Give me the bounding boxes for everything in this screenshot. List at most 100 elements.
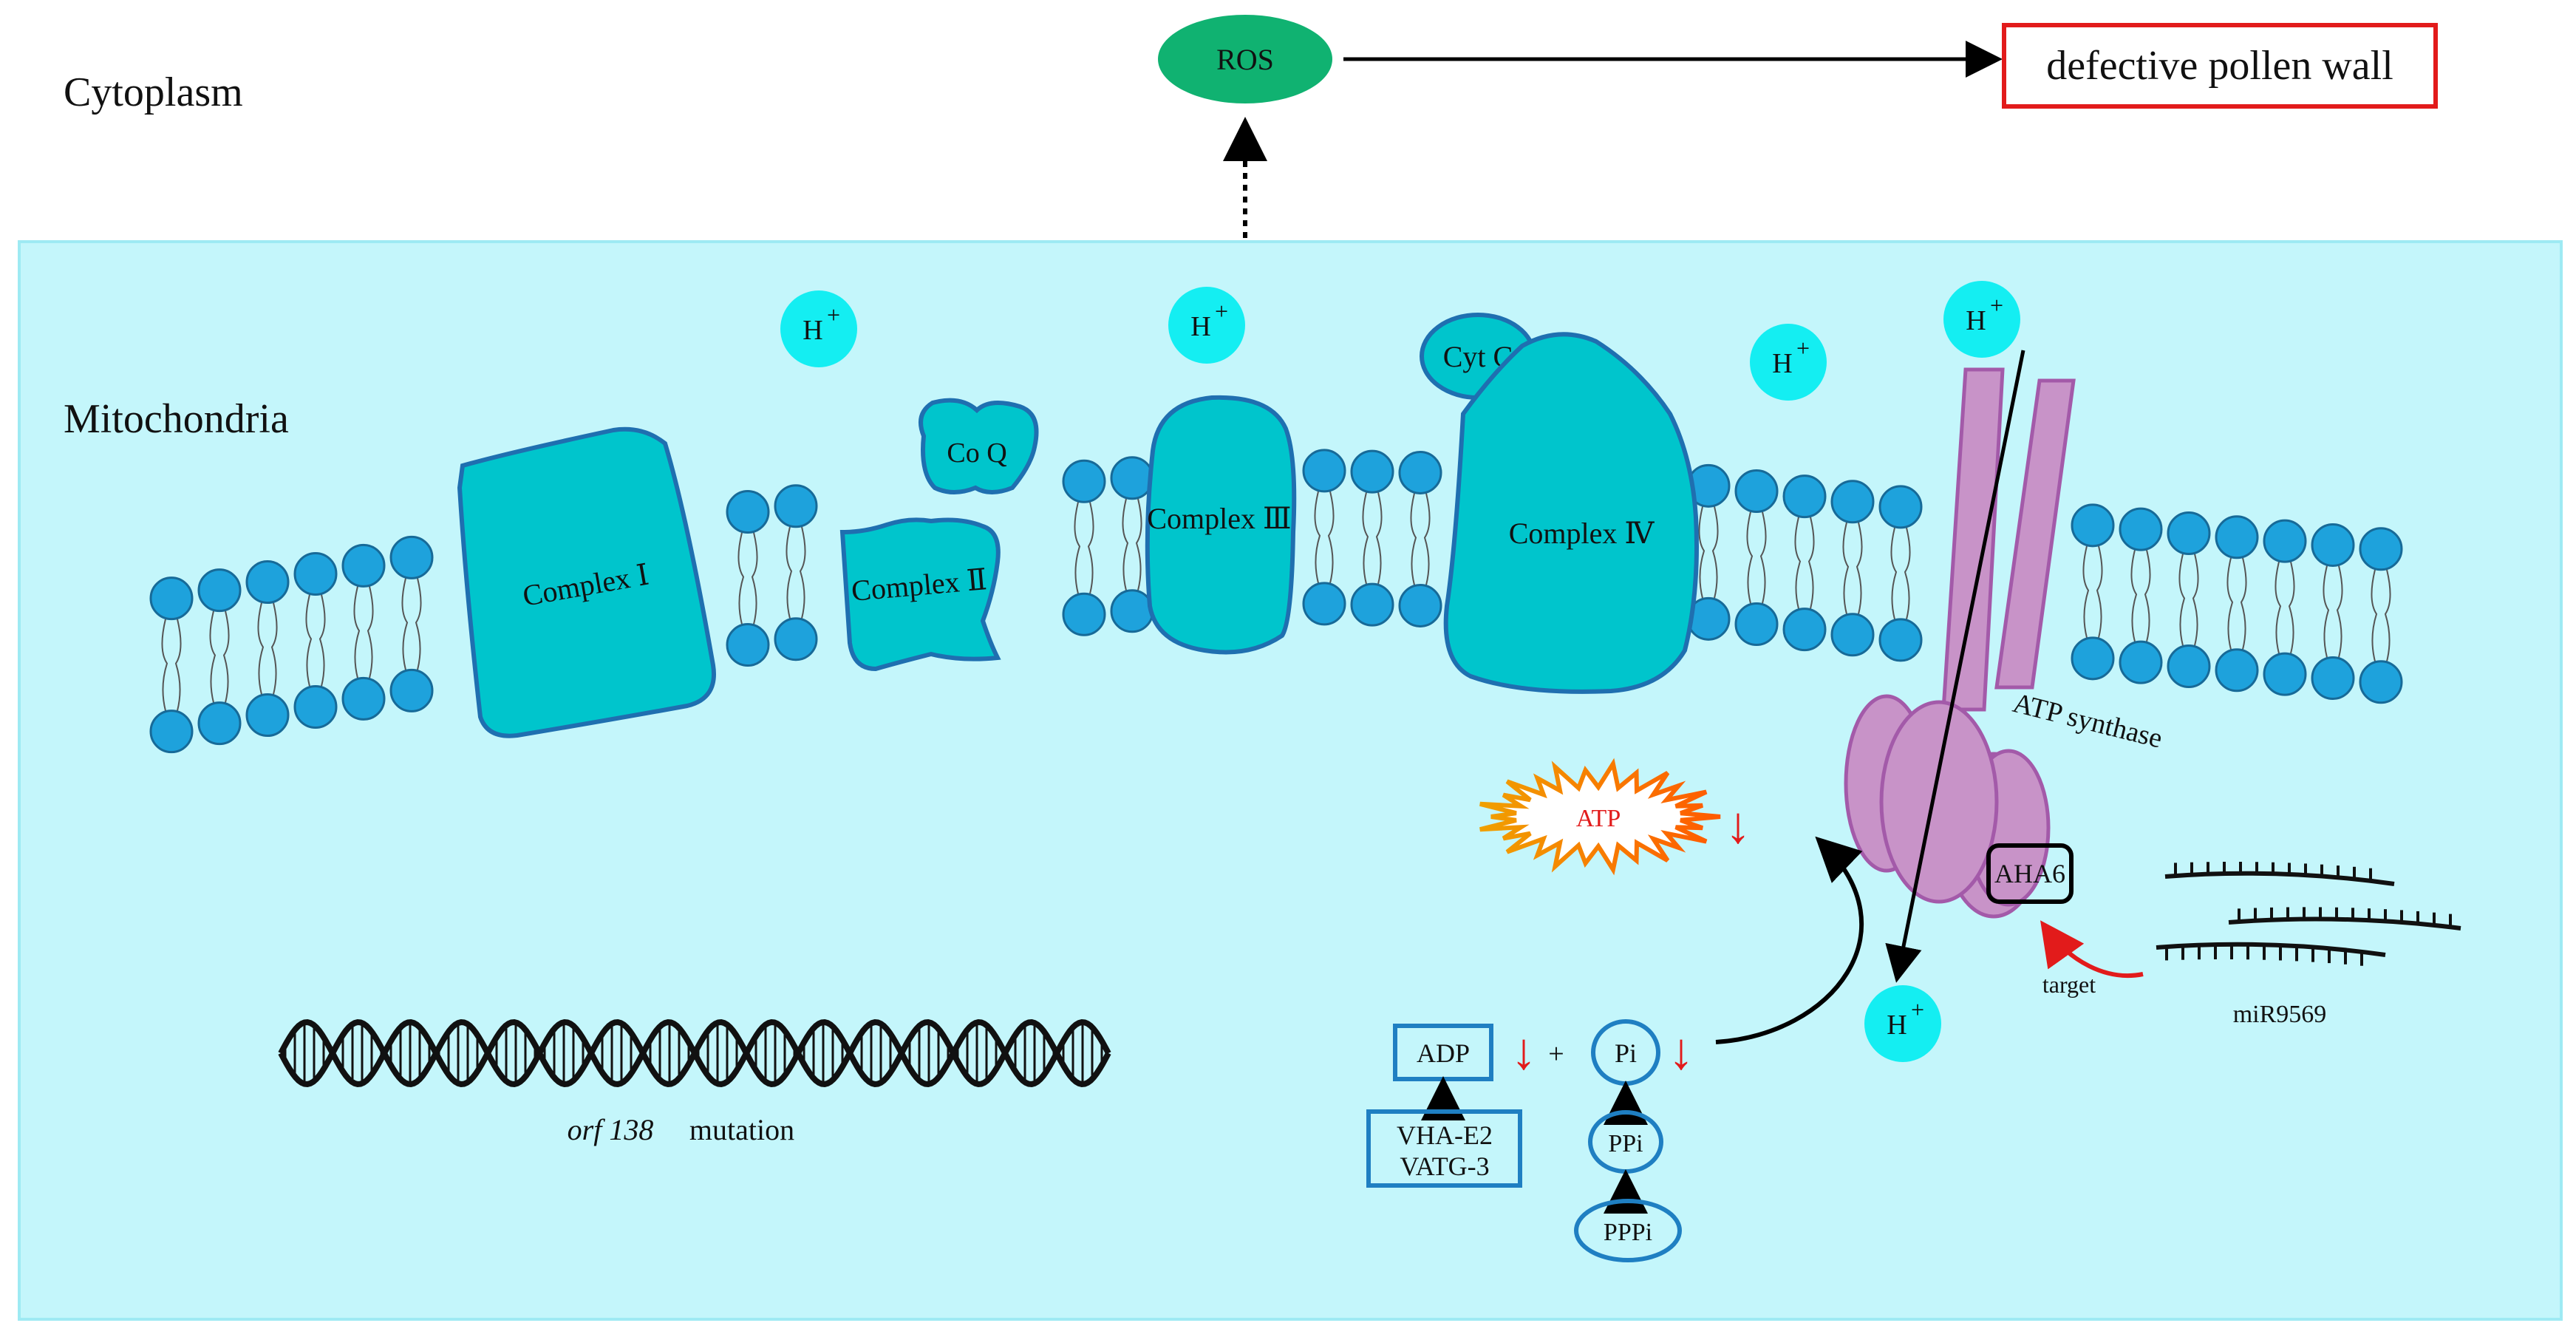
starburst-icon	[1479, 758, 1721, 876]
ros-label: ROS	[1216, 43, 1274, 76]
lipid-tail	[737, 532, 745, 625]
aha6-box	[1986, 843, 2074, 904]
proton-charge: +	[1796, 335, 1810, 361]
proton-symbol: H	[803, 315, 822, 346]
lipid-tail	[2192, 554, 2199, 646]
proton-charge: +	[1215, 298, 1228, 324]
lipid-tail	[2130, 549, 2138, 642]
lipid-head-outer	[1110, 456, 1154, 500]
lipid-tail	[1890, 527, 1898, 620]
lipid-tail	[2144, 549, 2151, 642]
pi-label: Pi	[1615, 1038, 1637, 1068]
mitochondria-region	[18, 240, 2563, 1321]
lipid-head-inner	[293, 684, 338, 729]
lipid-tail	[2240, 557, 2247, 650]
mirna-backbone	[2156, 942, 2386, 957]
lipid-tail	[1759, 511, 1767, 604]
lipid-head-inner	[197, 701, 242, 746]
lipid-head-outer	[2359, 527, 2403, 571]
coq-label: Co Q	[947, 438, 1006, 469]
synthase-head-center	[1879, 700, 1999, 904]
pppi-node	[1574, 1199, 1682, 1262]
lipid-head-inner	[389, 668, 434, 712]
lipid-tail	[2323, 565, 2330, 658]
lipid-head-outer	[389, 535, 434, 579]
lipid-head-inner	[1110, 589, 1154, 633]
lipid-tail	[2226, 557, 2234, 650]
lipid-head-inner	[2167, 644, 2211, 688]
lipid-tail	[1375, 491, 1383, 585]
proton-charge: +	[1911, 996, 1924, 1023]
lipid-head-outer	[1734, 469, 1779, 513]
orf-gene-label: orf 138	[568, 1113, 654, 1146]
lipid-tail	[2275, 561, 2282, 654]
lipid-head-outer	[1350, 449, 1394, 494]
lipid-tail	[2178, 554, 2186, 646]
mirna-label: miR9569	[2233, 1001, 2327, 1028]
lipid-head-inner	[1782, 608, 1827, 652]
lipid-tail	[367, 586, 374, 678]
proton-group: H+H+H+H+H+	[780, 281, 2020, 1062]
lipid-head-outer	[2167, 511, 2211, 555]
lipid-head-outer	[726, 490, 770, 534]
complex-4-label: Complex Ⅳ	[1509, 517, 1655, 550]
dna-strand-b	[278, 1018, 1111, 1088]
lipid-tail	[1698, 506, 1706, 599]
lipid-tail	[1122, 498, 1129, 591]
lipid-head-outer	[2311, 523, 2355, 567]
synthase-stator-left	[1941, 367, 2005, 712]
double-helix-icon	[278, 1018, 1111, 1088]
mirna-strand-icon	[2156, 861, 2461, 966]
proton-symbol: H	[1887, 1010, 1907, 1041]
complex-2	[839, 517, 1001, 672]
lipid-tail	[1074, 502, 1081, 594]
lipid-head-inner	[2119, 640, 2163, 684]
lipid-tail	[1856, 522, 1863, 615]
lipid-tail	[786, 526, 793, 619]
lipid-head-inner	[1830, 613, 1875, 657]
lipid-tail	[174, 619, 182, 711]
lipid-tail	[2336, 565, 2343, 658]
mitochondria-label: Mitochondria	[64, 396, 289, 442]
proton-symbol: H	[1772, 348, 1792, 379]
ppi-label: PPi	[1608, 1130, 1643, 1157]
lipid-head-outer	[149, 576, 194, 621]
lipid-tail	[1423, 493, 1431, 585]
complex-4	[1443, 332, 1699, 694]
lipid-tail	[2082, 545, 2090, 639]
proton-channel-line	[1885, 350, 2025, 983]
lipid-head-inner	[2263, 652, 2307, 696]
lipid-head-inner	[149, 710, 194, 754]
synthase-stator-right	[1994, 378, 2076, 690]
proton-symbol: H	[1190, 311, 1210, 342]
lipid-tail	[1807, 517, 1815, 609]
coq	[919, 398, 1039, 494]
lipid-head-inner	[1398, 583, 1442, 627]
adp-down-arrow: ↓	[1511, 1024, 1537, 1081]
lipid-head-outer	[1398, 450, 1442, 494]
atp-label: ATP	[1576, 805, 1621, 832]
lipid-head-outer	[1878, 485, 1923, 529]
lipid-tail	[751, 532, 758, 625]
lipid-head-inner	[1878, 618, 1923, 662]
lipid-tail	[209, 610, 217, 703]
lipid-tail	[2288, 561, 2295, 654]
proton-charge: +	[1990, 292, 2003, 319]
lipid-tail	[1842, 522, 1850, 615]
lipid-tail	[799, 526, 806, 619]
lipid-tail	[305, 594, 313, 687]
lipid-head-inner	[1302, 582, 1346, 626]
lipid-head-outer	[341, 543, 386, 588]
lipid-tail	[2371, 569, 2378, 662]
lipid-tail	[415, 578, 422, 670]
pppi-label: PPPi	[1604, 1219, 1652, 1246]
lipid-head-outer	[2215, 515, 2259, 559]
lipid-tail	[1711, 506, 1719, 599]
lipid-head-outer	[774, 484, 818, 528]
proton-charge: +	[827, 302, 840, 328]
vha-line2: VATG-3	[1400, 1151, 1489, 1181]
pi-down-arrow: ↓	[1669, 1024, 1694, 1081]
lipid-tail	[2096, 545, 2103, 639]
lipid-head-outer	[2071, 503, 2115, 548]
